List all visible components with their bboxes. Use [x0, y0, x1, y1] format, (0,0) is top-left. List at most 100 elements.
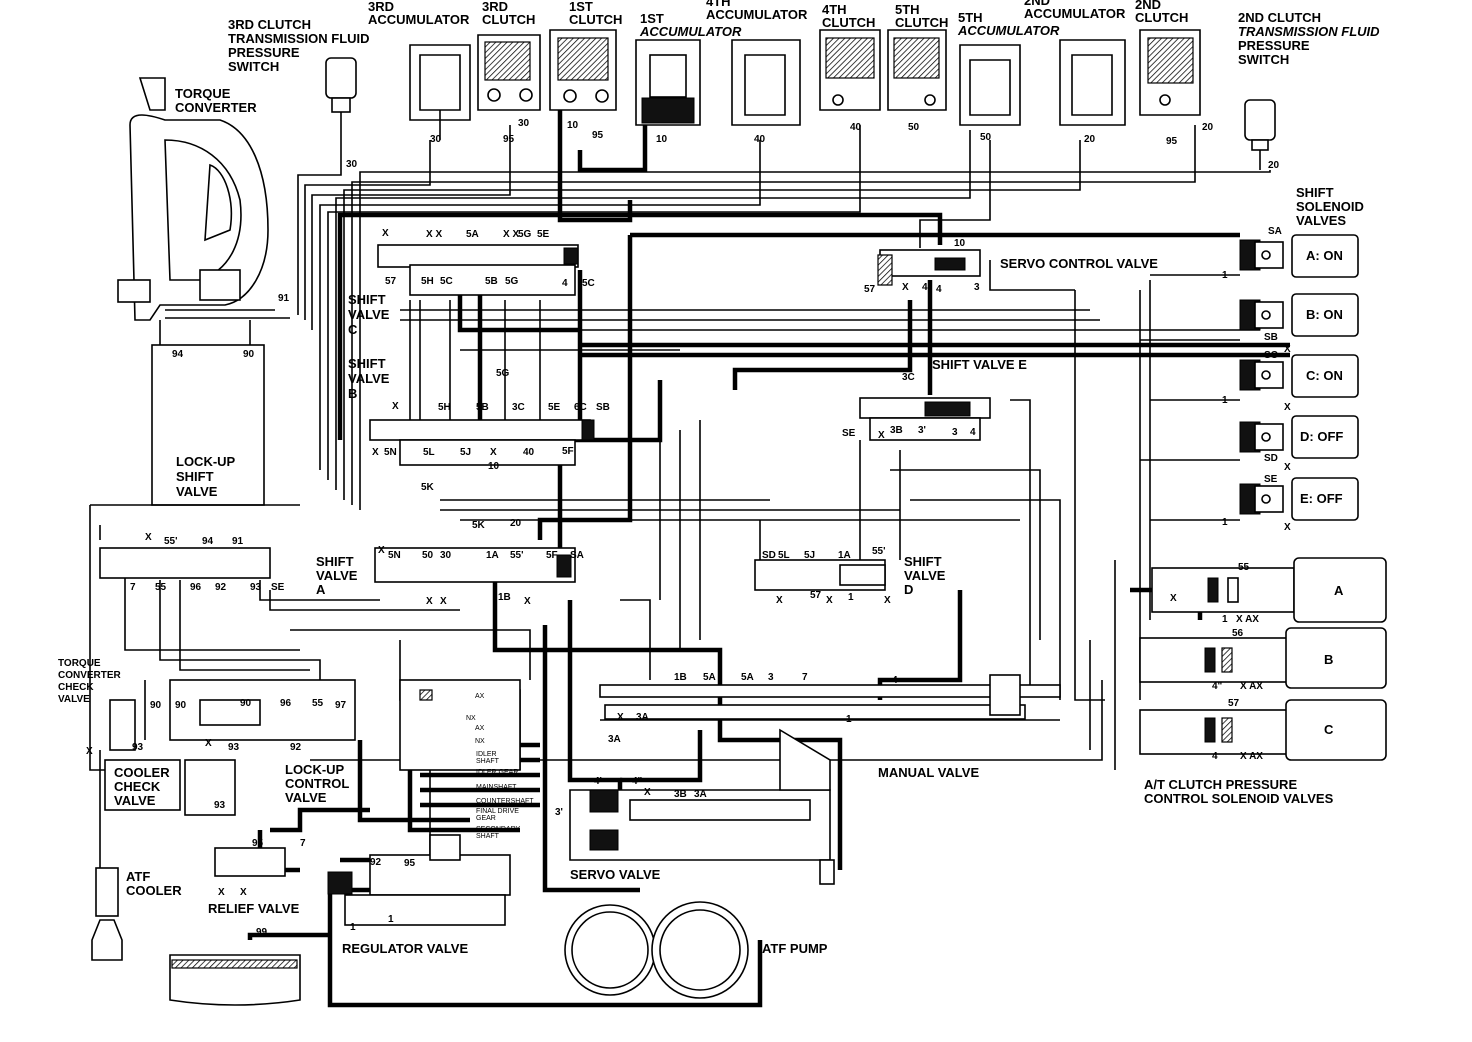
port-se-3: 3B	[890, 425, 903, 436]
port-mv-7: 3A	[636, 712, 649, 723]
label-shift-c-3: C	[348, 322, 358, 337]
port-top-6: 10	[656, 134, 668, 145]
pc-solenoid-name-a: A	[1334, 583, 1344, 598]
port-sb-2: 5B	[476, 402, 489, 413]
port-sc-0: X	[382, 228, 389, 239]
acc2-body	[1059, 39, 1126, 126]
label-clutch2-sw-2: TRANSMISSION FLUID	[1238, 24, 1380, 39]
port-ll-9: 92	[290, 742, 302, 753]
label-lockup-control-1: LOCK-UP	[285, 762, 345, 777]
label-tc-check-1: TORQUE	[58, 658, 101, 669]
port-sol-0: 1	[1222, 270, 1228, 281]
label-tc-check-2: CONVERTER	[58, 670, 122, 681]
port-sa-2: 94	[202, 536, 214, 547]
acc4-body	[731, 39, 801, 126]
port-lu-0: 94	[172, 349, 184, 360]
port-sb-4: 5E	[548, 402, 561, 413]
pc-solenoid-port-c: 57	[1228, 698, 1240, 709]
port-sv-2: X	[644, 787, 651, 798]
clutch3-pressure-switch	[325, 57, 357, 160]
label-atf-cooler-1: ATF	[126, 869, 150, 884]
label-regulator: REGULATOR VALVE	[342, 941, 468, 956]
port-sc-1: X X	[426, 229, 442, 240]
port-top-13: 20	[1202, 122, 1214, 133]
port-sb-13: 40	[523, 447, 535, 458]
label-acc3-1: 3RD	[368, 0, 394, 14]
label-torque-converter-1: TORQUE	[175, 86, 231, 101]
label-shift-e: SHIFT VALVE E	[932, 357, 1027, 372]
label-shift-a-2: VALVE	[316, 568, 358, 583]
port-top-15: 91	[278, 293, 290, 304]
label-clutch4-1: 4TH	[822, 2, 847, 17]
port-sa-23: X	[524, 596, 531, 607]
label-clutch5-1: 5TH	[895, 2, 920, 17]
port-sv-4: 3A	[694, 789, 707, 800]
shift-solenoid-e	[1239, 477, 1359, 521]
port-rv-2: X	[218, 887, 225, 898]
pc-solenoid-port-b: 56	[1232, 628, 1244, 639]
port-sol-4: X	[1284, 402, 1291, 413]
port-sv-5: 3'	[555, 807, 563, 818]
port-top-12: 95	[1166, 136, 1178, 147]
port-sc-7: 5H	[421, 276, 434, 287]
port-sb-15: 5G	[496, 368, 510, 379]
label-relief: RELIEF VALVE	[208, 901, 300, 916]
shaft-label-4: IDLER	[476, 751, 497, 758]
port-sa-4: 7	[130, 582, 136, 593]
port-ll-11: X	[86, 746, 93, 757]
label-servo-control: SERVO CONTROL VALVE	[1000, 256, 1158, 271]
shaft-label-7: MAINSHAFT	[476, 784, 517, 791]
shaft-label-1: NX	[466, 715, 476, 722]
port-sc-8: 5C	[440, 276, 453, 287]
port-sb-3: 3C	[512, 402, 525, 413]
port-sa-15: 30	[440, 550, 452, 561]
port-sd-5: X	[776, 595, 783, 606]
port-sb-14: 5F	[562, 446, 574, 457]
shaft-label-12: SHAFT	[476, 833, 500, 840]
port-pc-5: 4	[1212, 751, 1218, 762]
port-servo-3: 4'	[922, 282, 930, 293]
port-sa-6: 96	[190, 582, 202, 593]
manual-valve-body	[599, 684, 1061, 698]
pc-solenoid-name-b: B	[1324, 652, 1333, 667]
port-servo-0: 10	[954, 238, 966, 249]
label-shift-c-1: SHIFT	[348, 292, 386, 307]
label-clutch1-2: CLUTCH	[569, 12, 622, 27]
port-sa-21: X	[440, 596, 447, 607]
port-sc-3: X X	[503, 229, 519, 240]
port-ll-3: 96	[280, 698, 292, 709]
solenoid-port-a: SA	[1268, 226, 1282, 237]
port-top-8: 40	[850, 122, 862, 133]
label-shift-a-3: A	[316, 582, 326, 597]
label-clutch3-sw-2: TRANSMISSION FLUID	[228, 31, 370, 46]
port-sd-6: 57	[810, 590, 822, 601]
label-shift-solenoid-1: SHIFT	[1296, 185, 1334, 200]
port-sv-3: 3B	[674, 789, 687, 800]
label-atf-cooler-2: COOLER	[126, 883, 182, 898]
port-top-10: 50	[980, 132, 992, 143]
shift-valve-b-body	[369, 419, 591, 441]
port-sc-2: 5A	[466, 229, 479, 240]
clutch1-body	[549, 29, 617, 111]
shaft-label-11: SECONDARY	[476, 826, 521, 833]
port-top-4: 10	[567, 120, 579, 131]
port-sc-4: 5G	[518, 229, 532, 240]
valve-bodies	[91, 244, 1061, 1006]
port-pc-0: X	[1170, 593, 1177, 604]
port-top-3: 30	[518, 118, 530, 129]
label-shift-b-2: VALVE	[348, 371, 390, 386]
port-top-1: 30	[430, 134, 442, 145]
shaft-label-5: SHAFT	[476, 758, 500, 765]
port-pc-2: X AX	[1236, 614, 1259, 625]
port-se-1: SE	[842, 428, 856, 439]
label-atf-pump: ATF PUMP	[762, 941, 828, 956]
port-sb-12: 10	[488, 461, 500, 472]
shaft-label-8: COUNTERSHAFT	[476, 798, 534, 805]
port-numbers: 30 30 95 30 10 95 10 40 40 50 50 20 95 2…	[86, 118, 1291, 938]
port-ll-7: 93	[228, 742, 240, 753]
port-sc-9: 5B	[485, 276, 498, 287]
label-tc-check-3: CHECK	[58, 682, 94, 693]
port-sb-7: X	[372, 447, 379, 458]
shaft-label-9: FINAL DRIVE	[476, 808, 519, 815]
